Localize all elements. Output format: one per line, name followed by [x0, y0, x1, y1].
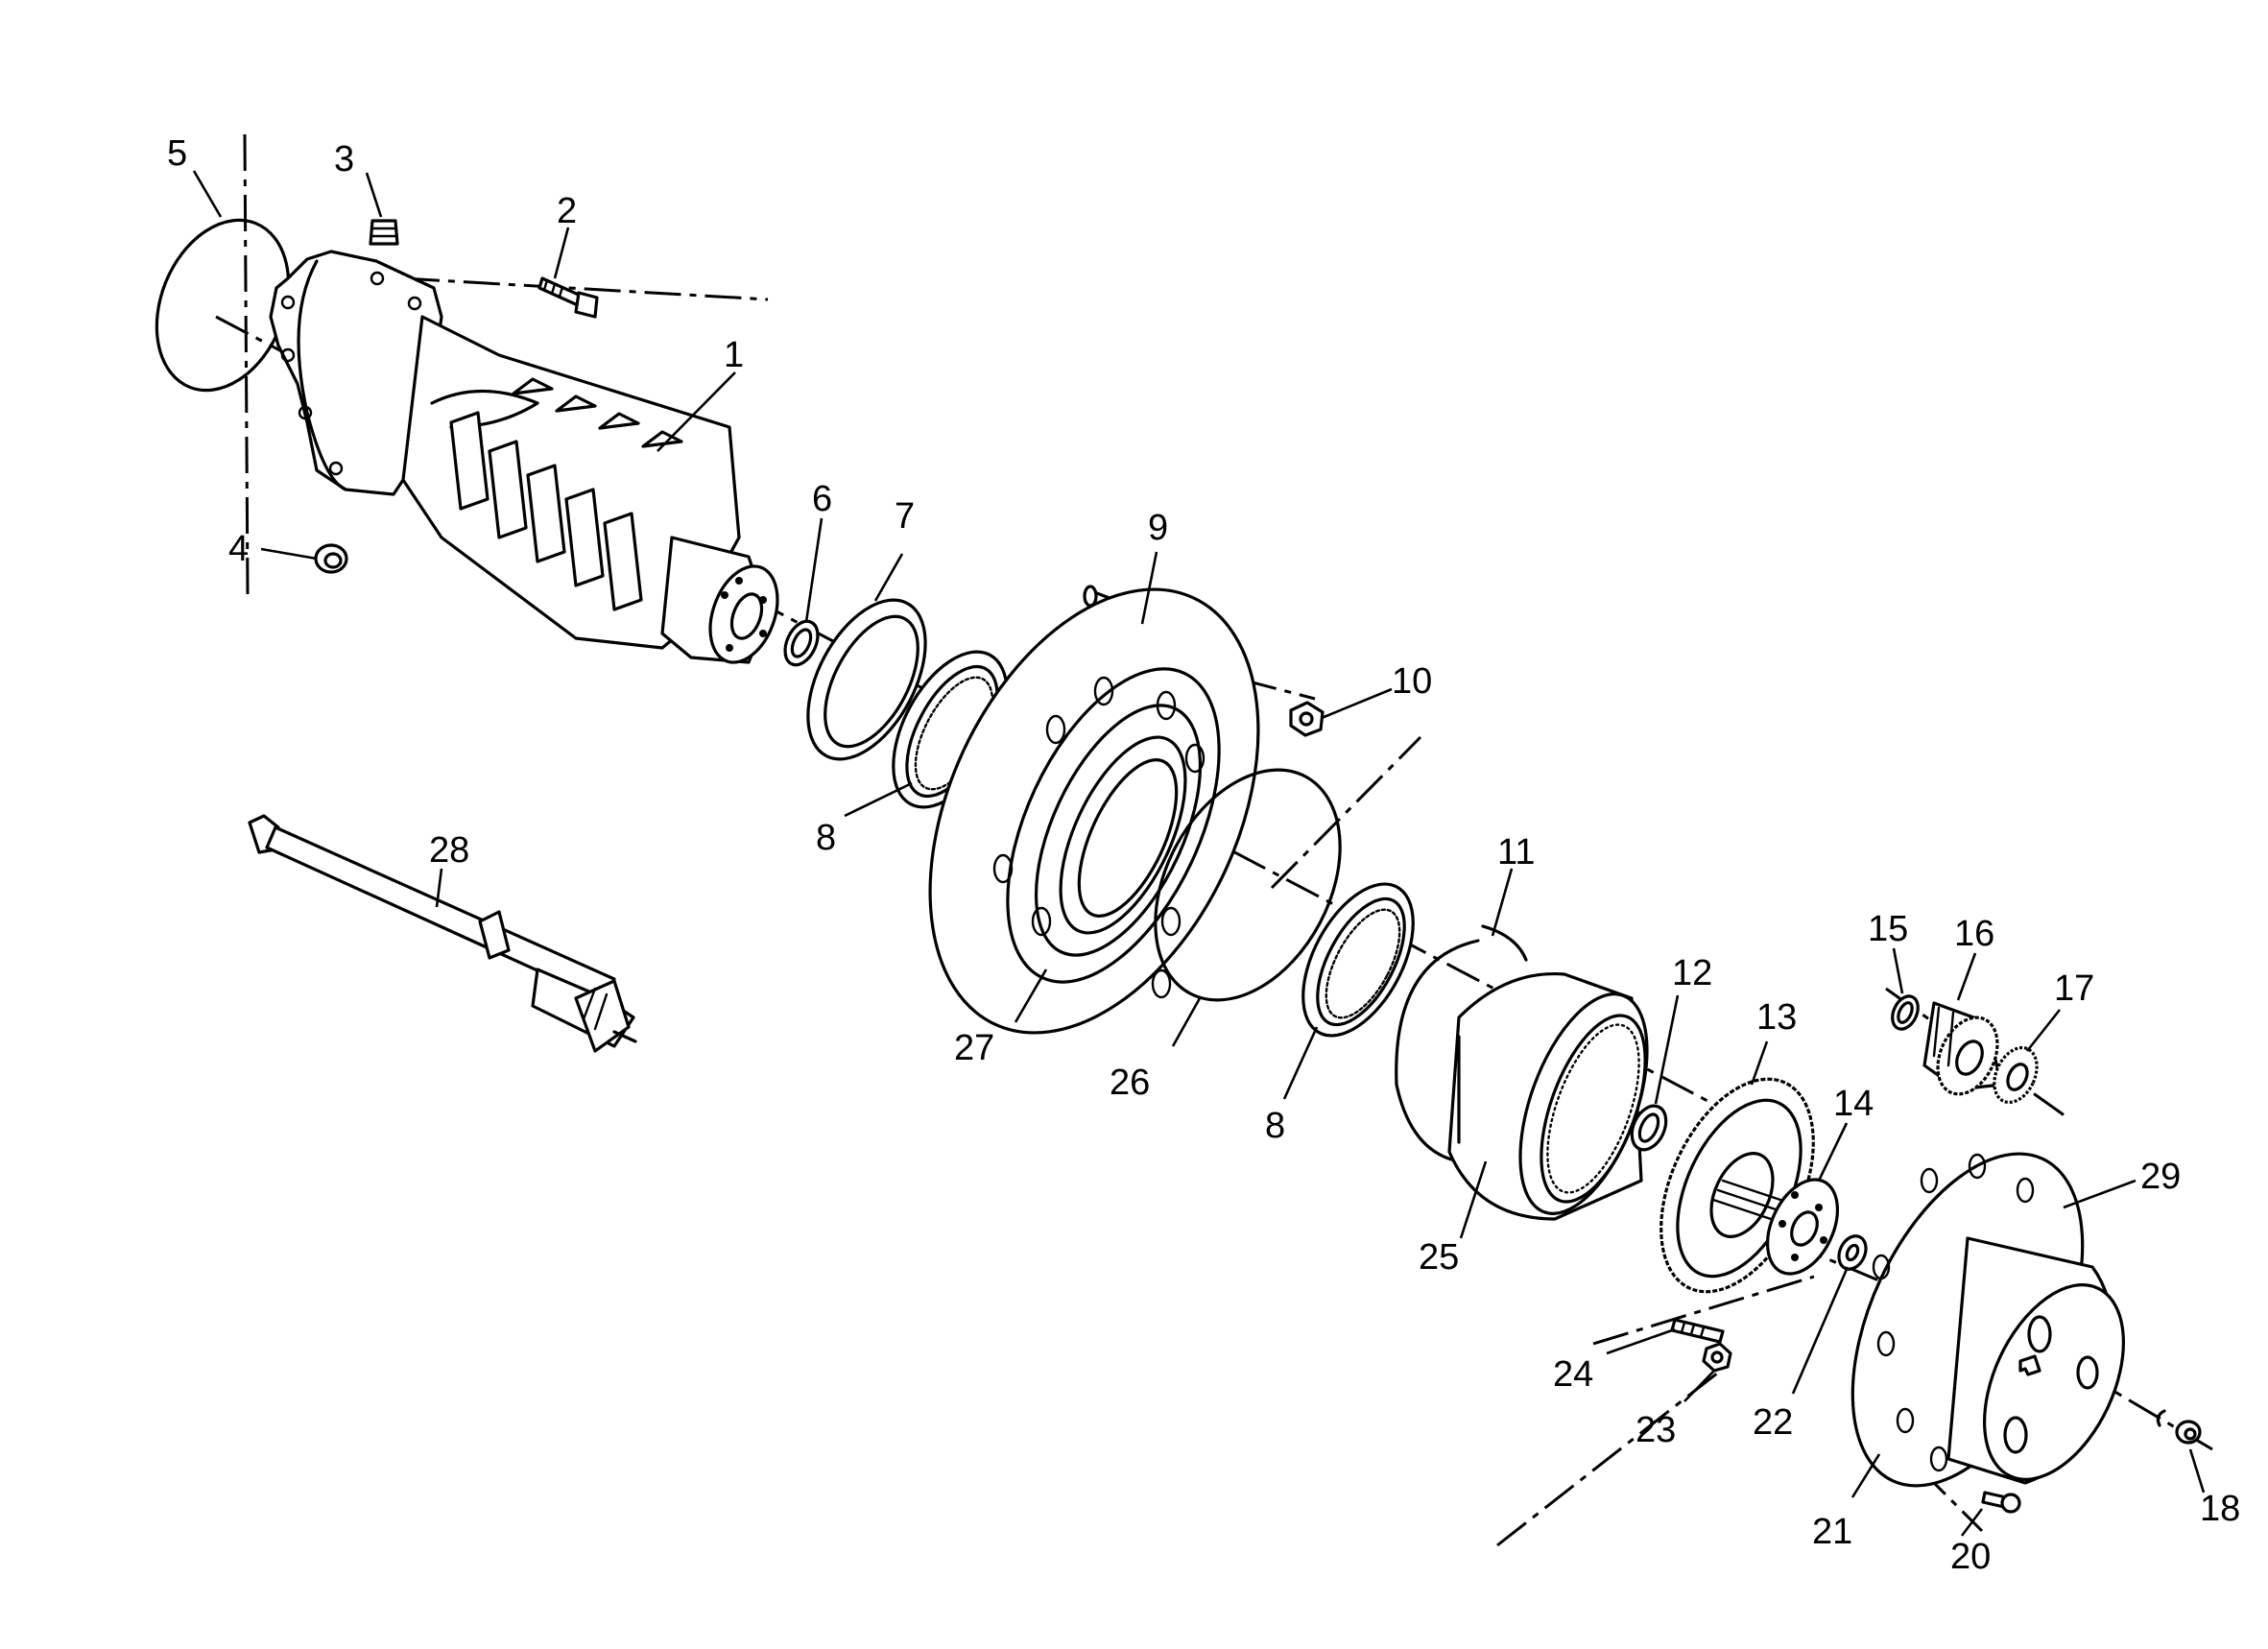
part-17-needle-bearing: [1993, 1045, 2039, 1105]
part-22-washer: [1837, 1234, 1868, 1271]
part-14-thrust-washer: [1766, 1178, 1839, 1276]
callout-18: 18: [2200, 1489, 2240, 1529]
callout-23: 23: [1635, 1410, 1676, 1450]
part-27-wheel-hub: [928, 587, 1260, 1035]
part-16-planet-gear: [1922, 1001, 2003, 1096]
callout-22: 22: [1753, 1402, 1793, 1443]
part-12-snap-ring: [1630, 1104, 1668, 1152]
part-24-stud: [1670, 1318, 1725, 1344]
part-18-plug: [2156, 1409, 2202, 1445]
part-26-o-ring: [1154, 768, 1342, 1002]
part-3-plug: [369, 219, 399, 246]
callout-9: 9: [1148, 508, 1168, 548]
part-20-screw: [1981, 1491, 2021, 1514]
callout-13: 13: [1756, 997, 1797, 1038]
callout-28: 28: [429, 830, 469, 871]
callout-16: 16: [1954, 914, 1994, 954]
part-15-snap-ring: [1891, 994, 1920, 1031]
callout-29: 29: [2140, 1157, 2181, 1197]
leader-lines: [192, 170, 2206, 1537]
callout-7: 7: [895, 496, 915, 537]
part-7-seal: [806, 598, 927, 761]
callout-10: 10: [1392, 661, 1432, 702]
part-11-snap-ring: [1395, 924, 1528, 1163]
callout-25: 25: [1419, 1237, 1459, 1278]
part-1-axle-housing: [269, 250, 779, 664]
part-25-ring-gear: [1447, 971, 1649, 1221]
callout-5: 5: [167, 133, 187, 174]
callout-8b: 8: [1265, 1106, 1285, 1146]
callout-20: 20: [1950, 1537, 1991, 1577]
callout-24: 24: [1553, 1354, 1593, 1395]
part-28-axle-shaft: [248, 814, 637, 1053]
callout-26: 26: [1110, 1063, 1150, 1103]
callout-12: 12: [1672, 953, 1712, 993]
callout-11: 11: [1497, 832, 1535, 872]
callout-4: 4: [228, 529, 249, 569]
part-21-planet-carrier: [1850, 1152, 2125, 1488]
callout-21: 21: [1812, 1512, 1852, 1552]
callout-27: 27: [954, 1028, 994, 1068]
callout-3: 3: [334, 139, 354, 179]
part-6-snap-ring: [783, 619, 820, 667]
part-10-nut: [1289, 701, 1325, 737]
housing-ribs: [449, 377, 683, 611]
part-8-bearing-outer: [1301, 882, 1415, 1038]
callout-labels: 1 2 3 4 5 6 7 8 8 9 10 11 12 13 14 15 16…: [167, 133, 2240, 1577]
callout-1: 1: [724, 335, 744, 375]
callout-17: 17: [2054, 968, 2094, 1009]
part-2-bolt: [537, 276, 599, 319]
callout-15: 15: [1868, 909, 1908, 949]
callout-6: 6: [812, 479, 832, 519]
part-4-plug: [314, 543, 348, 574]
part-23-nut: [1702, 1342, 1732, 1373]
callout-8a: 8: [816, 818, 836, 858]
callout-2: 2: [557, 191, 577, 231]
callout-14: 14: [1833, 1084, 1874, 1124]
